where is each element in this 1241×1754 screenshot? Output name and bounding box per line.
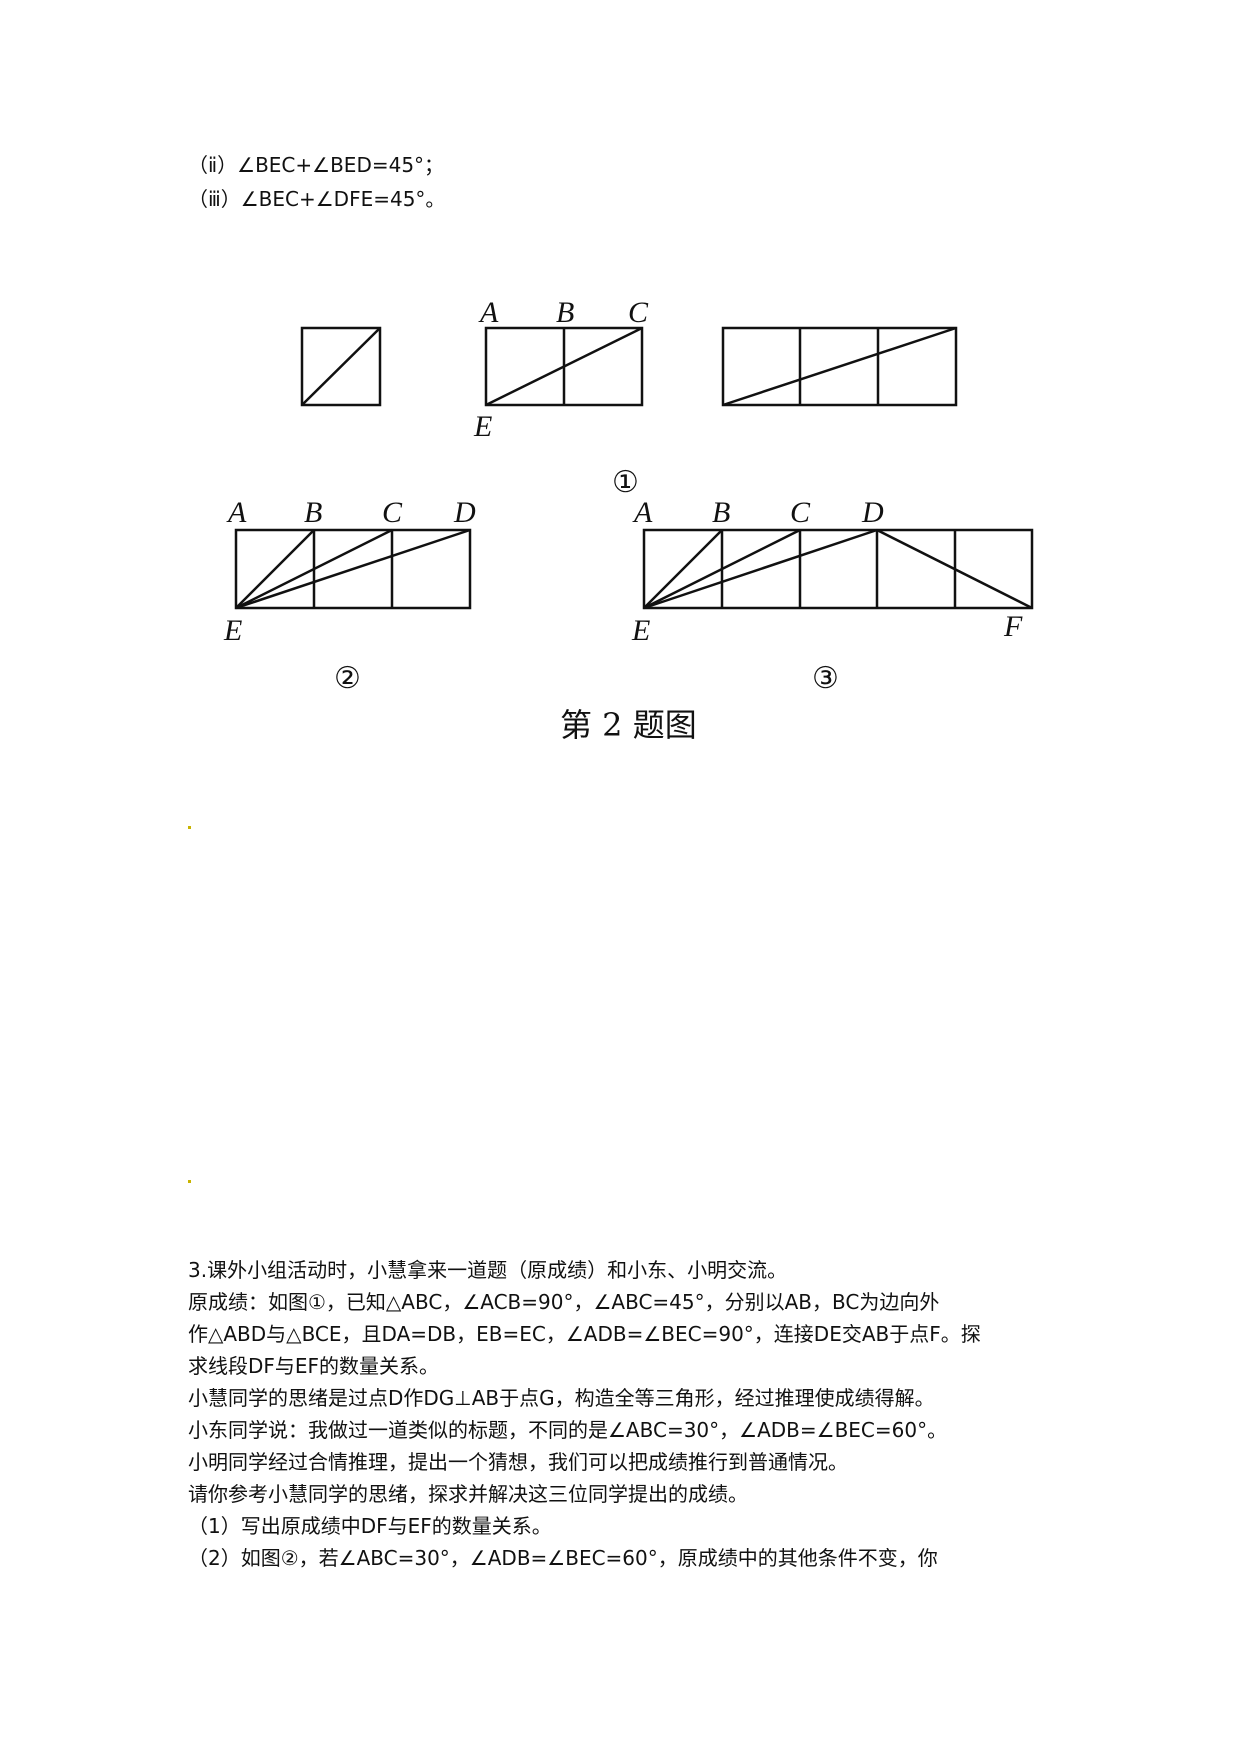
rect-figure-2 [234, 528, 472, 610]
problem3-line: 原成绩：如图①，已知△ABC，∠ACB=90°，∠ABC=45°，分别以AB，B… [188, 1290, 940, 1314]
square-single [300, 326, 382, 407]
rect-three-squares [721, 326, 958, 407]
label-a-fig1: A [478, 296, 499, 329]
geometry-figure: A B C E ① A B C D E ② A B C D E F ③ 第 2 … [223, 296, 1034, 744]
problem3-line: 作△ABD与△BCE，且DA=DB，EB=EC，∠ADB=∠BEC=90°，连接… [188, 1322, 981, 1346]
label-e-fig2: E [223, 614, 242, 647]
sub-number-3: ③ [812, 661, 839, 696]
figure-caption: 第 2 题图 [560, 706, 697, 744]
text-line-ii: （ⅱ）∠BEC+∠BED=45°； [188, 153, 445, 177]
problem3-line: （2）如图②，若∠ABC=30°，∠ADB=∠BEC=60°，原成绩中的其他条件… [188, 1546, 938, 1570]
label-f-fig3: F [1003, 610, 1023, 643]
problem3-line: 3.课外小组活动时，小慧拿来一道题（原成绩）和小东、小明交流。 [188, 1258, 788, 1282]
label-a-fig3: A [632, 496, 653, 529]
label-c-fig1: C [628, 296, 649, 329]
problem3-line: 小明同学经过合情推理，提出一个猜想，我们可以把成绩推行到普通情况。 [188, 1450, 848, 1474]
label-b-fig2: B [304, 496, 322, 529]
problem3-line: 求线段DF与EF的数量关系。 [188, 1354, 440, 1378]
problem3-line: （1）写出原成绩中DF与EF的数量关系。 [188, 1514, 552, 1538]
rect-two-squares [484, 326, 644, 407]
label-c-fig2: C [382, 496, 403, 529]
label-e-fig3: E [631, 614, 650, 647]
label-a-fig2: A [226, 496, 247, 529]
label-b-fig3: B [712, 496, 730, 529]
problem3-line: 小东同学说：我做过一道类似的标题，不同的是∠ABC=30°，∠ADB=∠BEC=… [188, 1418, 948, 1442]
label-c-fig3: C [790, 496, 811, 529]
stray-mark [188, 826, 191, 829]
sub-number-2: ② [334, 661, 361, 696]
stray-mark [188, 1180, 191, 1183]
label-d-fig3: D [861, 496, 884, 529]
problem3-line: 小慧同学的思绪是过点D作DG⊥AB于点G，构造全等三角形，经过推理使成绩得解。 [188, 1386, 935, 1410]
sub-number-1: ① [612, 465, 639, 500]
label-d-fig2: D [453, 496, 476, 529]
label-b-fig1: B [556, 296, 574, 329]
problem3-line: 请你参考小慧同学的思绪，探求并解决这三位同学提出的成绩。 [188, 1482, 748, 1506]
rect-figure-3 [642, 528, 1034, 610]
label-e-fig1: E [473, 410, 492, 443]
text-line-iii: （ⅲ）∠BEC+∠DFE=45°。 [188, 187, 446, 211]
